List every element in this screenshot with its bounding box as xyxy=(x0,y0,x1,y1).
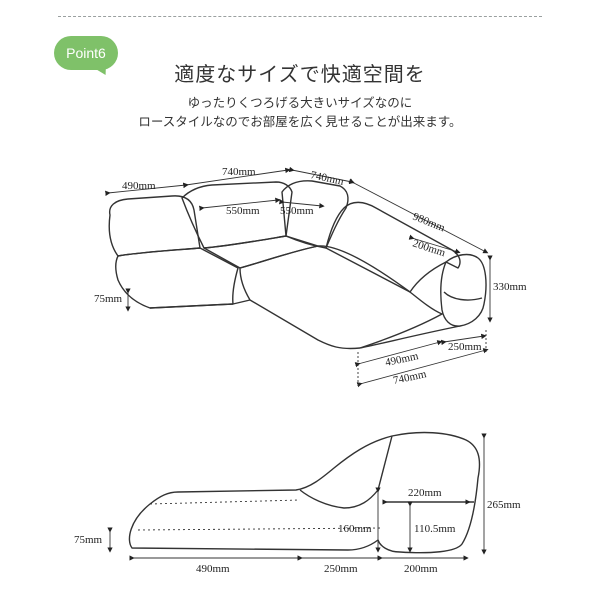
top-dimension-lines xyxy=(105,166,493,388)
middle-seat xyxy=(203,235,319,269)
dim-490-bottom: 490mm xyxy=(384,350,420,369)
dim-160: 160mm xyxy=(338,523,372,535)
side-dimension-lines xyxy=(107,433,487,561)
dotted-divider xyxy=(58,16,542,17)
dim-550-right: 550mm xyxy=(280,205,314,217)
dim-250-side: 250mm xyxy=(324,563,358,575)
side-lounger-outline xyxy=(128,431,481,554)
dim-200-side: 200mm xyxy=(404,563,438,575)
dim-250: 250mm xyxy=(448,341,482,353)
dim-200: 200mm xyxy=(411,237,447,259)
side-dimension-labels: 220mm 265mm 160mm 110.5mm 75mm 490mm 250… xyxy=(74,487,521,575)
dim-75-top: 75mm xyxy=(94,293,123,305)
dim-75-side: 75mm xyxy=(74,534,103,546)
dim-220: 220mm xyxy=(408,487,442,499)
dim-740-top: 740mm xyxy=(222,166,256,178)
dim-265: 265mm xyxy=(487,499,521,511)
left-back-cushion xyxy=(108,195,201,257)
description-line-2: ロースタイルなのでお部屋を広く見せることが出来ます。 xyxy=(138,114,462,129)
point-badge-label: Point6 xyxy=(66,45,106,61)
dim-550-left: 550mm xyxy=(226,205,260,217)
section-title: 適度なサイズで快適空間を xyxy=(174,62,426,86)
description-line-1: ゆったりくつろげる大きいサイズなのに xyxy=(187,95,413,110)
armrest xyxy=(440,253,487,327)
dim-110-5: 110.5mm xyxy=(414,523,456,535)
dim-490-top: 490mm xyxy=(122,180,156,192)
dim-490-side: 490mm xyxy=(196,563,230,575)
point-badge: Point6 xyxy=(54,36,118,70)
dim-740-bottom: 740mm xyxy=(392,368,428,387)
dim-740-right: 740mm xyxy=(309,169,345,188)
dim-330: 330mm xyxy=(493,281,527,293)
top-dimension-labels: 490mm 740mm 740mm 550mm 550mm 980mm 200m… xyxy=(94,166,527,387)
long-seat xyxy=(239,245,443,350)
